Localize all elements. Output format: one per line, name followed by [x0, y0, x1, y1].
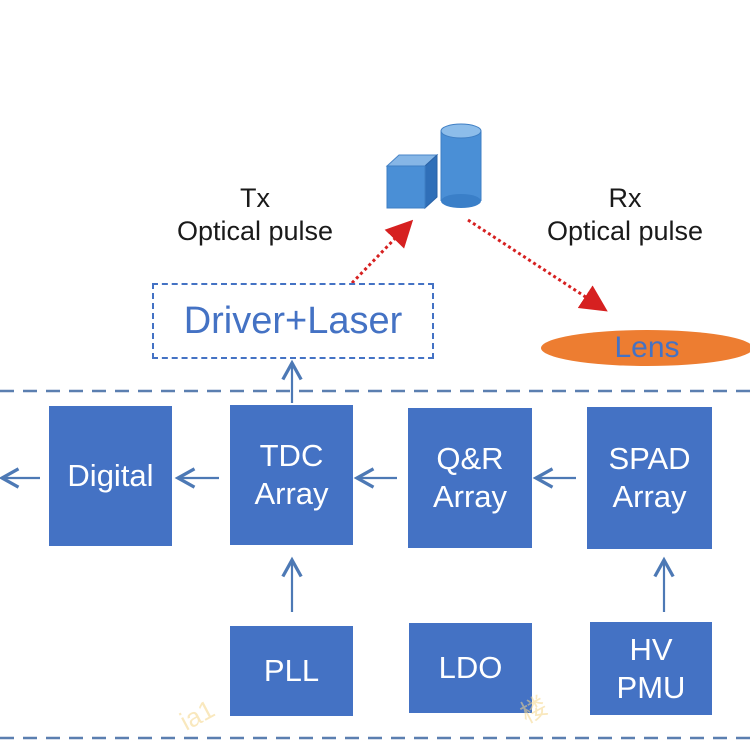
- hv-pmu-block: HV PMU: [590, 622, 712, 715]
- digital-block: Digital: [49, 406, 172, 546]
- tx-pulse-path: [350, 219, 414, 285]
- ldo-block: LDO: [409, 623, 532, 713]
- tdc-array-block: TDC Array: [230, 405, 353, 545]
- spad-array-block: SPAD Array: [587, 407, 712, 549]
- qr-array-block: Q&R Array: [408, 408, 532, 548]
- pll-block: PLL: [230, 626, 353, 716]
- lens-ellipse: Lens: [541, 330, 750, 366]
- driver-laser-label: Driver+Laser: [183, 299, 403, 342]
- lens-label: Lens: [614, 331, 680, 364]
- target-objects-icon: [385, 123, 482, 210]
- tx-optical-pulse-label: Tx Optical pulse: [176, 183, 334, 246]
- driver-laser-box: Driver+Laser: [152, 283, 434, 359]
- rx-optical-pulse-label: Rx Optical pulse: [546, 183, 704, 246]
